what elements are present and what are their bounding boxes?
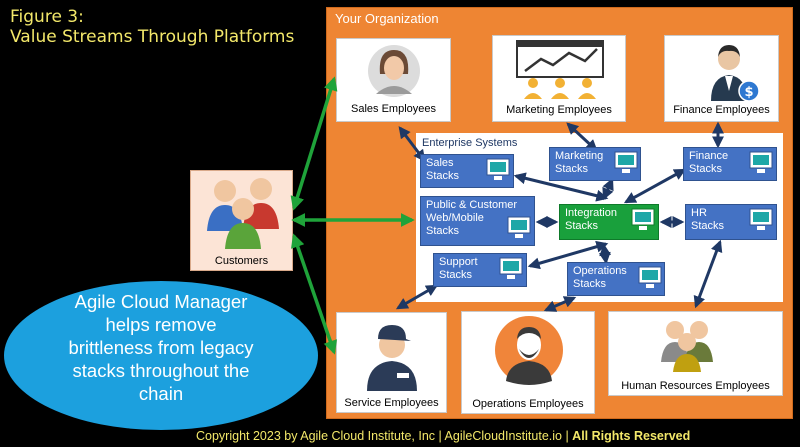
callout-line2: helps remove [105, 314, 217, 335]
arrow-support-service [395, 284, 439, 310]
hr-employees-label: Human Resources Employees [621, 380, 770, 392]
callout-ellipse [4, 281, 318, 430]
public-stacks-line1: Public & Customer [426, 199, 518, 211]
arrow-customers-service [291, 233, 337, 355]
finance-person-icon: $ [711, 45, 760, 102]
copyright-text: Copyright 2023 by Agile Cloud Institute,… [196, 429, 573, 443]
enterprise-systems-title: Enterprise Systems [422, 137, 518, 149]
marketing-employees-box: Marketing Employees [492, 35, 626, 122]
arrow-sales-integration [513, 172, 609, 202]
finance-employees-label: Finance Employees [673, 104, 770, 116]
public-stacks-monitor-icon [507, 216, 531, 238]
operations-employees-box: Operations Employees [461, 311, 595, 414]
support-stacks-line2: Stacks [439, 269, 473, 281]
support-stacks-box: Support Stacks [433, 253, 527, 287]
arrow-support-integration [527, 240, 609, 270]
marketing-stacks-line2: Stacks [555, 163, 589, 175]
arrow-hr-emp [693, 239, 723, 309]
operations-stacks-monitor-icon [638, 266, 662, 288]
copyright-notice: Copyright 2023 by Agile Cloud Institute,… [196, 429, 690, 443]
finance-employees-box: $ Finance Employees [664, 35, 779, 122]
hr-group-icon [661, 321, 713, 372]
marketing-stacks-line1: Marketing [555, 150, 604, 162]
callout-text: Agile Cloud Manager helps remove brittle… [20, 290, 302, 405]
sales-stacks-line1: Sales [426, 157, 454, 169]
all-rights-reserved: All Rights Reserved [572, 429, 691, 443]
service-employees-label: Service Employees [344, 397, 439, 409]
support-stacks-line1: Support [439, 256, 478, 268]
arrow-operations-emp [543, 296, 577, 312]
hr-employees-box: Human Resources Employees [608, 311, 783, 396]
woman-avatar-icon [368, 45, 420, 97]
public-stacks-line2: Web/Mobile [426, 212, 484, 224]
marketing-stacks-monitor-icon [614, 151, 638, 173]
customers-group-icon [207, 178, 279, 249]
marketing-employees-label: Marketing Employees [506, 104, 612, 116]
hr-stacks-monitor-icon [749, 208, 773, 230]
figure-number: Figure 3: [10, 7, 84, 27]
sales-employees-label: Sales Employees [351, 103, 436, 115]
hr-stacks-line2: Stacks [691, 220, 725, 232]
finance-stacks-monitor-icon [749, 151, 773, 173]
callout-line3: brittleness from legacy [68, 337, 254, 358]
operations-stacks-line2: Stacks [573, 278, 607, 290]
figure-title: Value Streams Through Platforms [10, 27, 295, 47]
arrow-marketing-emp-stacks [566, 122, 598, 152]
arrow-operations-integration [598, 243, 612, 265]
sales-stacks-monitor-icon [486, 158, 510, 180]
finance-stacks-line1: Finance [689, 150, 729, 162]
arrow-finance-integration [623, 168, 687, 204]
svg-text:$: $ [744, 85, 753, 100]
support-stacks-monitor-icon [499, 257, 523, 279]
arrow-customers-sales [290, 76, 338, 211]
callout-line1: Agile Cloud Manager [74, 291, 248, 312]
operations-employees-label: Operations Employees [472, 398, 584, 410]
arrow-marketing-integration [602, 177, 614, 201]
customers-label: Customers [214, 255, 269, 267]
hr-stacks-line1: HR [691, 207, 707, 219]
sales-stacks-line2: Stacks [426, 170, 460, 182]
presentation-board-icon [516, 40, 604, 99]
service-employees-box: Service Employees [336, 312, 447, 413]
finance-stacks-line2: Stacks [689, 163, 723, 175]
integration-stacks-line1: Integration [565, 207, 617, 219]
integration-stacks-line2: Stacks [565, 220, 599, 232]
callout-line4: stacks throughout the [72, 360, 250, 381]
operations-stacks-line1: Operations [573, 265, 627, 277]
callout-line5: chain [138, 383, 184, 404]
operations-person-icon [495, 316, 563, 385]
organization-title: Your Organization [335, 11, 439, 26]
integration-stacks-monitor-icon [631, 208, 655, 230]
service-worker-icon [367, 325, 417, 391]
customers-box: Customers [190, 170, 293, 271]
public-stacks-line3: Stacks [426, 225, 460, 237]
